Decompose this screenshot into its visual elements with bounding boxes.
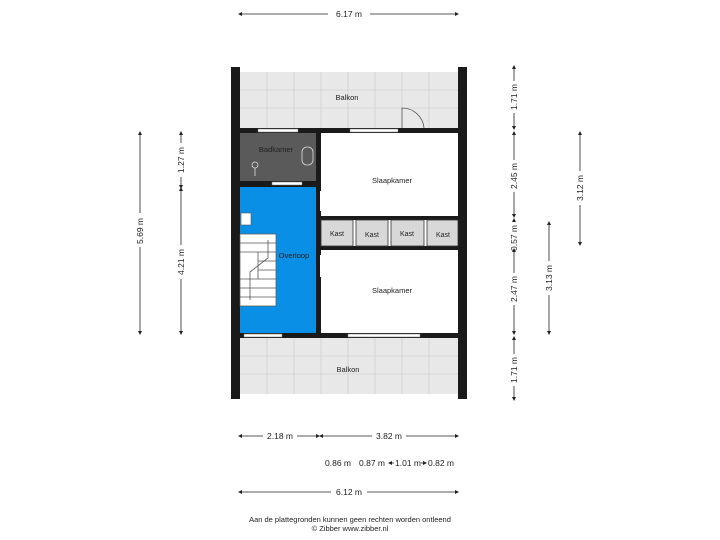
overloop-label: Overloop [279,251,309,260]
kast-width-4-label: 0.82 m [428,458,454,468]
kast-width-2-label: 0.87 m [359,458,385,468]
far-right-bottom-label: 3.13 m [544,265,554,291]
kast-4-label: Kast [436,232,450,239]
copyright-text: © Zibber www.zibber.nl [312,524,389,533]
disclaimer-text: Aan de plattegronden kunnen geen rechten… [249,515,451,524]
balkon-top-tiles [240,72,458,128]
right-kast-height-label: 0.57 m [509,225,519,251]
balkon-bottom-label: Balkon [337,365,360,374]
windows [243,128,421,338]
left-total-height-label: 5.69 m [135,218,145,244]
left-badkamer-height-label: 1.27 m [176,147,186,173]
slaapkamer-bottom: Slaapkamer [320,250,458,333]
balkon-top-door [401,107,425,129]
footer: Aan de plattegronden kunnen geen rechten… [249,515,451,533]
kast-1-label: Kast [330,231,344,238]
left-total-height-dimension: 5.69 m [133,131,147,335]
right-width-label: 3.82 m [376,431,402,441]
slaapkamer-bottom-label: Slaapkamer [372,286,413,295]
bottom-dimensions: 2.18 m 3.82 m 0.86 m 0.87 m 1.01 m 0.82 … [238,430,459,498]
kasten: Kast Kast Kast Kast [320,219,459,247]
badkamer: Badkamer [240,133,316,186]
balkon-top: Balkon [240,72,458,129]
kast-width-3-label: 1.01 m [395,458,421,468]
kast-width-1-label: 0.86 m [325,458,351,468]
left-overloop-height-label: 4.21 m [176,249,186,275]
toilet-icon [301,146,314,166]
balkon-top-label: Balkon [336,93,359,102]
right-dimensions: 1.71 m 2.45 m 0.57 m 2.47 m 1.71 m 3.12 … [507,65,587,401]
top-width-dimension: 6.17 m [238,8,459,20]
balkon-bottom-tiles [240,338,458,394]
slaapkamer-top-label: Slaapkamer [372,176,413,185]
left-width-label: 2.18 m [267,431,293,441]
balkon-bottom: Balkon [240,338,458,394]
left-badkamer-height-dimension: 1.27 m [174,131,188,189]
right-balkon-bottom-label: 1.71 m [509,357,519,383]
right-slaapkamer-top-label: 2.45 m [509,163,519,189]
top-width-label: 6.17 m [336,9,362,19]
right-balkon-top-label: 1.71 m [509,84,519,110]
badkamer-label: Badkamer [259,145,294,154]
bottom-width-label: 6.12 m [336,487,362,497]
kast-3-label: Kast [400,231,414,238]
slaapkamer-top: Slaapkamer [320,133,458,216]
sink-icon [240,212,252,226]
kast-2-label: Kast [365,232,379,239]
stairs [239,233,277,307]
far-right-top-label: 3.12 m [575,175,585,201]
overloop: Overloop [239,187,316,359]
left-overloop-height-dimension: 4.21 m [174,187,188,335]
right-slaapkamer-bottom-label: 2.47 m [509,276,519,302]
